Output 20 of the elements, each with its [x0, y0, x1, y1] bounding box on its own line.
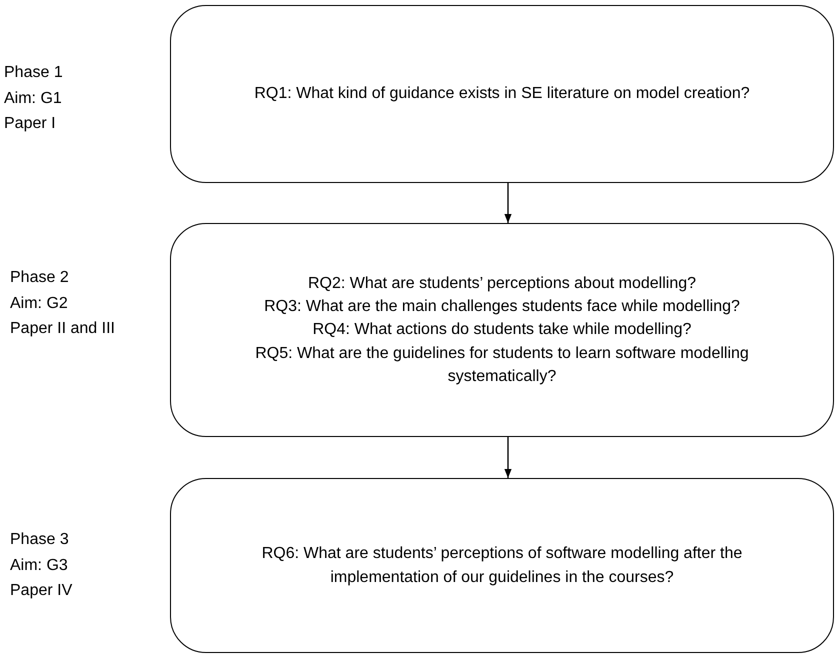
question-text: RQ3: What are the main challenges students face while modelling?: [264, 297, 740, 318]
question-text: RQ2: What are students’ perceptions about modelling?: [308, 274, 696, 294]
phase-label: Phase 3: [10, 530, 70, 550]
arrow: [504, 183, 512, 223]
phase-label: Aim: G2: [10, 294, 69, 314]
phase-label: Phase 2: [10, 268, 70, 288]
rounded-box: [170, 223, 834, 437]
phase-label: Phase 1: [4, 63, 64, 83]
rounded-box: [170, 478, 834, 653]
question-text: RQ5: What are the guidelines for students to learn software modelling systematically?: [254, 344, 750, 387]
phase-label: Paper IV: [10, 581, 74, 602]
phase-label: Paper I: [4, 114, 57, 134]
question-text: RQ6: What are students’ perceptions of software modelling after the implementation of our guidelines in the courses?: [260, 544, 744, 588]
arrow: [504, 437, 512, 478]
rounded-box: [170, 5, 834, 183]
phase-label: Aim: G3: [10, 556, 69, 576]
question-text: RQ1: What kind of guidance exists in SE literature on model creation?: [254, 84, 750, 104]
question-text: RQ4: What actions do students take while modelling?: [312, 320, 692, 340]
phase-label: Aim: G1: [4, 88, 63, 109]
phase-label: Paper II and III: [10, 319, 116, 340]
